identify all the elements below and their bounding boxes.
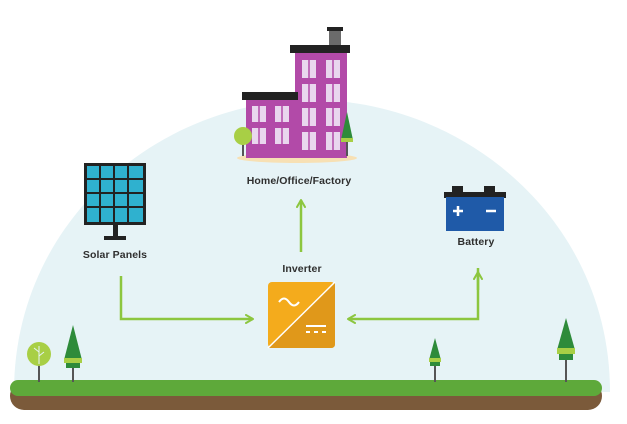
arrow-solar-to-inverter [119, 276, 254, 324]
pine-tree-icon [429, 338, 441, 382]
battery-label: Battery [457, 236, 495, 248]
building-label: Home/Office/Factory [246, 175, 352, 187]
round-tree-icon [27, 342, 51, 382]
ground [10, 380, 602, 410]
solar-panel-icon [84, 163, 146, 240]
inverter-icon [267, 281, 336, 349]
solar-panels-label: Solar Panels [82, 249, 148, 261]
battery-icon [444, 186, 506, 231]
building-icon [234, 27, 357, 163]
pine-tree-icon [64, 325, 82, 382]
inverter-label: Inverter [282, 263, 322, 275]
pine-tree-icon [557, 318, 575, 382]
